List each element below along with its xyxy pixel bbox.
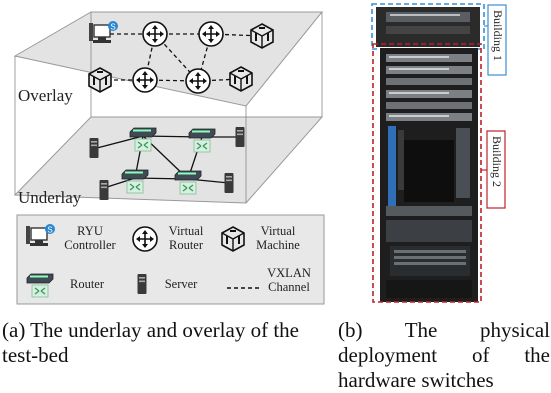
legend-ryu-icon: S xyxy=(26,224,55,246)
caption-b: (b) The physical deployment of the hardw… xyxy=(338,318,550,392)
virtual-machine-icon xyxy=(250,23,274,49)
building2-label: Building 2 xyxy=(490,136,504,188)
server-icon xyxy=(235,127,245,147)
building2-rack-photo xyxy=(380,48,478,302)
legend-server-label: Server xyxy=(164,277,198,291)
virtual-machine-icon xyxy=(88,67,112,93)
virtual-machine-icon xyxy=(229,66,253,92)
building1-rack-photo xyxy=(376,7,480,47)
svg-text:S: S xyxy=(110,23,115,32)
ryu-controller-icon: S xyxy=(89,21,118,43)
underlay-label: Underlay xyxy=(18,188,82,207)
virtual-router-icon xyxy=(198,21,224,47)
legend-router-label: Router xyxy=(69,277,105,291)
building2-frame xyxy=(372,43,482,303)
building1-label: Building 1 xyxy=(491,10,505,62)
caption-a: (a) The underlay and overlay of the test… xyxy=(2,318,299,367)
legend-virtual-router-icon xyxy=(132,226,158,252)
overlay-label: Overlay xyxy=(18,86,73,105)
legend-box xyxy=(16,214,325,305)
virtual-router-icon xyxy=(142,21,168,47)
building2-label-box xyxy=(486,130,506,209)
building1-label-box xyxy=(487,4,507,76)
legend-virtual-machine-icon xyxy=(221,226,245,252)
svg-text:S: S xyxy=(47,226,52,235)
box-edges xyxy=(14,12,323,203)
server-icon xyxy=(224,173,234,193)
virtual-router-icon xyxy=(185,68,211,94)
server-icon xyxy=(89,138,99,158)
virtual-router-icon xyxy=(132,67,158,93)
legend-server-icon xyxy=(137,274,147,294)
server-icon xyxy=(99,180,109,200)
